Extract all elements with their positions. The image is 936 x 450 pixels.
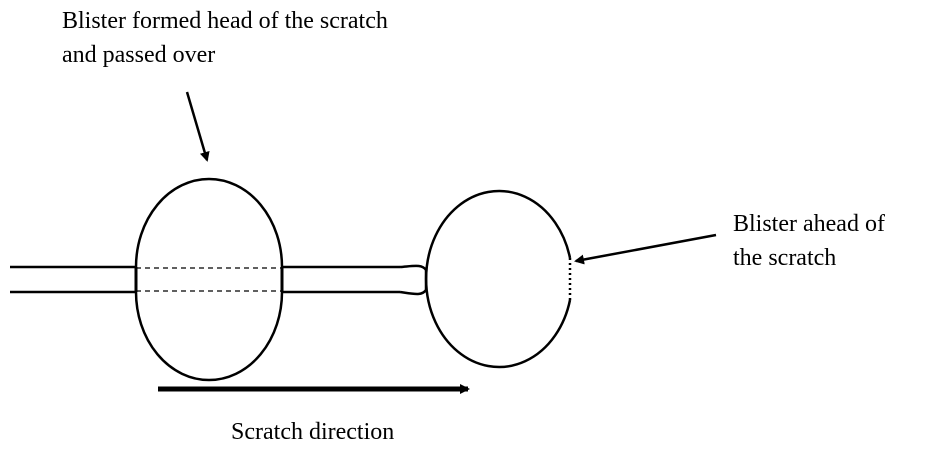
label-blister-ahead: Blister ahead of the scratch <box>733 207 885 275</box>
pointer-arrow-passed-blister <box>185 91 210 162</box>
label-blister-ahead-line1: Blister ahead of <box>733 211 885 237</box>
label-blister-passed-line2: and passed over <box>62 42 216 68</box>
label-blister-passed-over: Blister formed head of the scratch and p… <box>62 4 388 72</box>
blister-ahead <box>424 189 572 369</box>
pointer-arrow-ahead-blister <box>574 233 717 265</box>
label-scratch-direction: Scratch direction <box>231 419 395 445</box>
label-blister-passed-line1: Blister formed head of the scratch <box>62 8 388 34</box>
blister-passed-over <box>134 177 284 382</box>
scratch-tip <box>399 264 428 296</box>
label-blister-ahead-line2: the scratch <box>733 245 837 271</box>
